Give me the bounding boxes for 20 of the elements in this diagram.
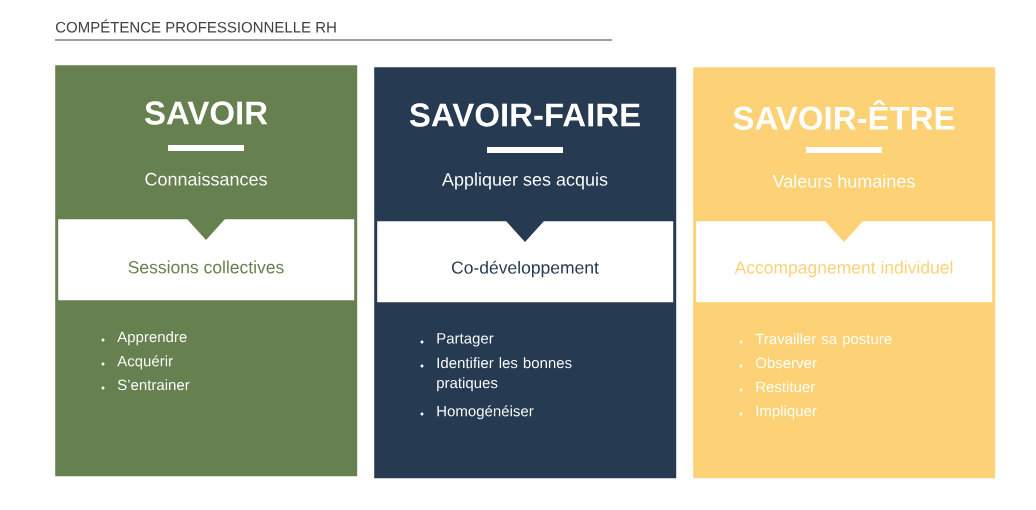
heading: SAVOIR: [144, 101, 268, 125]
bullet-item: Apprendre: [117, 331, 187, 346]
heading: SAVOIR-FAIRE: [409, 103, 640, 127]
box-label: Co-développement: [451, 260, 599, 278]
subtitle: Connaissances: [145, 172, 267, 186]
bullet-item: Acquérir: [117, 355, 173, 370]
title: COMPÉTENCE PROFESSIONNELLE RH: [56, 19, 336, 33]
box-label: Accompagnement individuel: [734, 260, 953, 278]
box-label: Sessions collectives: [128, 260, 284, 274]
heading: SAVOIR-ÊTRE: [733, 100, 955, 130]
bullet-item: Observer: [755, 357, 817, 369]
bullet-item: Restituer: [756, 381, 815, 393]
subtitle: Appliquer ses acquis: [442, 172, 608, 190]
bullet-item: Travailler sa posture: [755, 333, 892, 348]
bullet-item: Partager: [437, 333, 494, 347]
bullet-item: Impliquer: [756, 405, 817, 420]
bullet-item: Identifier les bonnes pratiques: [437, 357, 572, 392]
bullet-item: S’entrainer: [117, 379, 190, 391]
subtitle: Valeurs humaines: [772, 174, 915, 188]
bullet-item: Homogénéiser: [437, 405, 534, 420]
